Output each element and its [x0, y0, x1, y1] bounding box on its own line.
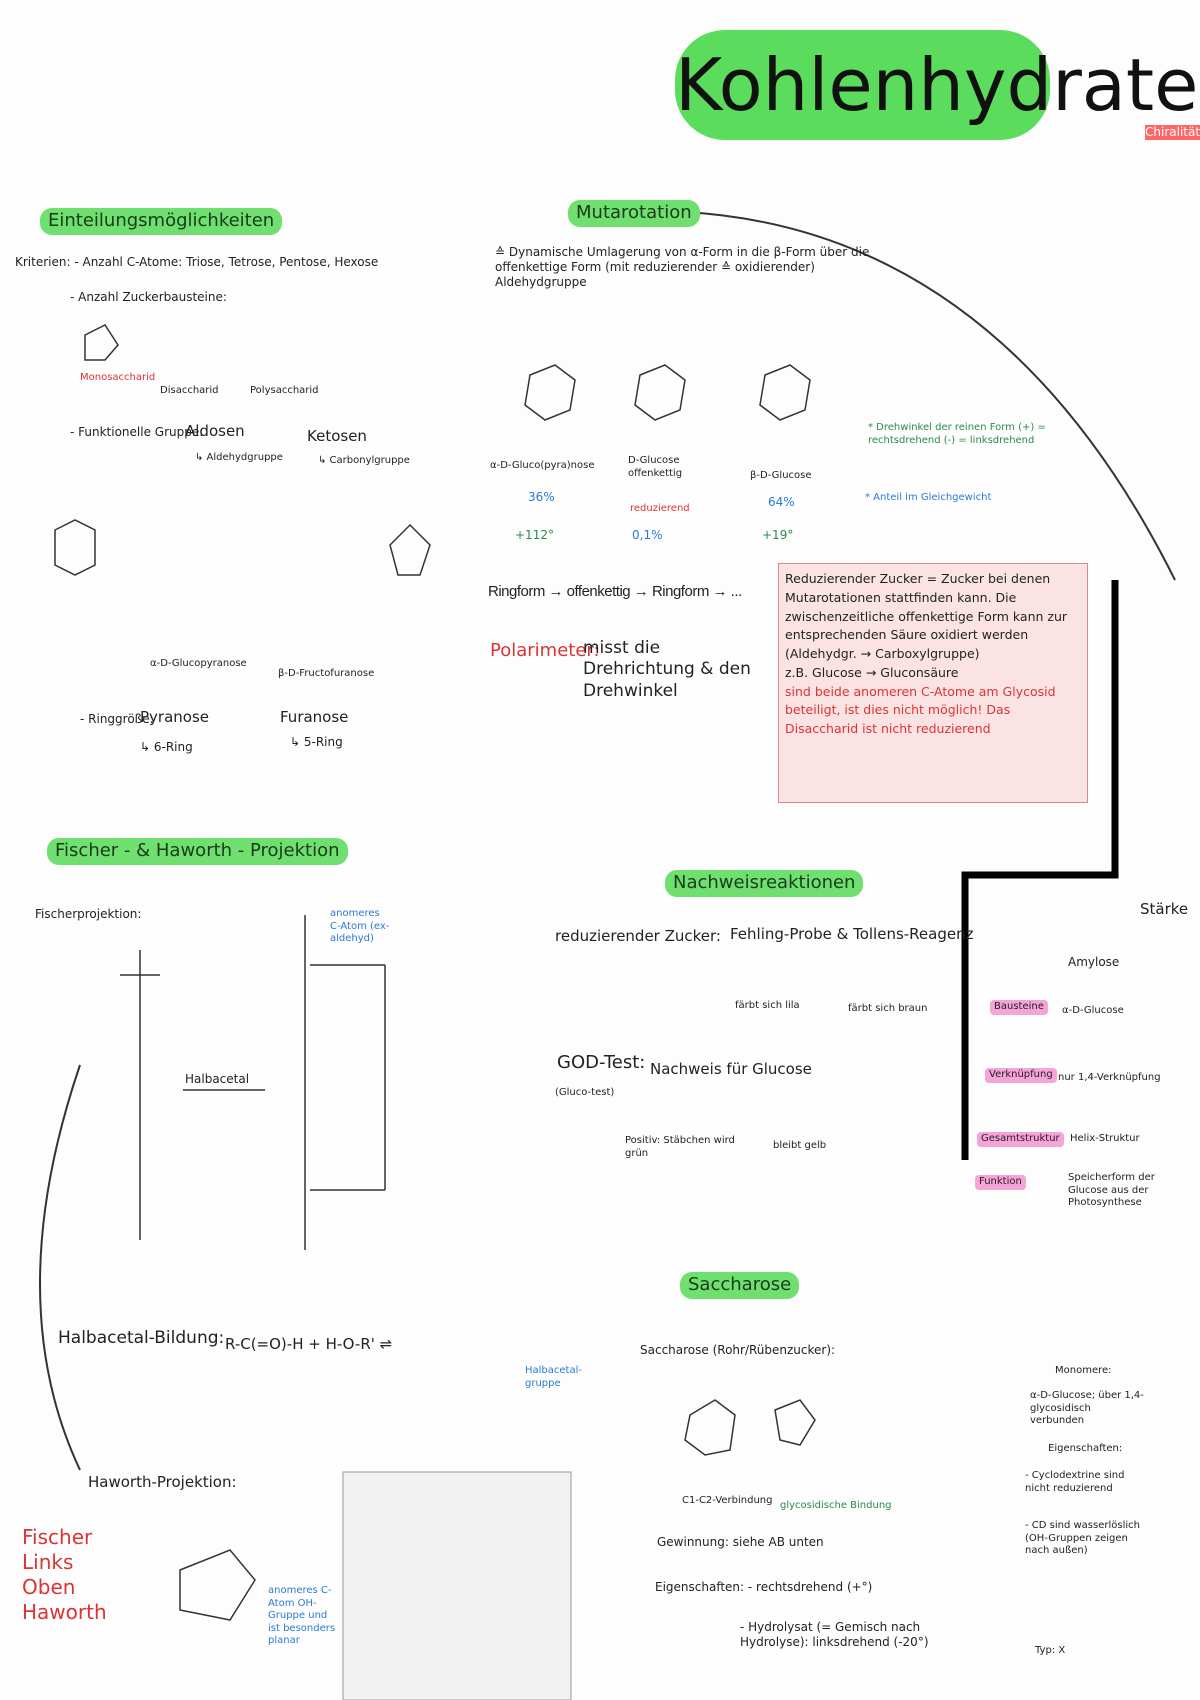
text: ↳ 6-Ring — [140, 740, 193, 754]
text: Gesamtstruktur — [977, 1132, 1064, 1147]
text: Disaccharid — [160, 385, 219, 396]
text: glycosidische Bindung — [780, 1500, 892, 1511]
text: ≙ Dynamische Umlagerung von α-Form in di… — [495, 245, 870, 289]
text: - Cyclodextrine sind nicht reduzierend — [1025, 1470, 1125, 1494]
text: α-D-Gluco(pyra)nose — [490, 460, 595, 471]
text: - Funktionelle Gruppe: — [70, 425, 204, 439]
heading-einteilung: Einteilungsmöglichkeiten — [40, 208, 283, 235]
text: ↳ Carbonylgruppe — [318, 455, 410, 466]
text: Helix-Struktur — [1070, 1133, 1140, 1144]
text: Nachweis für Glucose — [650, 1060, 812, 1078]
arrow-curve — [684, 211, 1176, 581]
text: Verknüpfung — [985, 1068, 1057, 1083]
text: GOD-Test: — [557, 1052, 646, 1073]
text: Pyranose — [140, 708, 210, 726]
mnemonic: Fischer Links Oben Haworth — [22, 1525, 107, 1624]
text: färbt sich braun — [848, 1003, 928, 1014]
text: Halbacetal-Bildung: — [58, 1328, 225, 1348]
text: sind beide anomeren C-Atome am Glycosid … — [785, 683, 1056, 737]
text: β-D-Glucose — [750, 470, 812, 481]
text: färbt sich lila — [735, 1000, 800, 1011]
heading-mutarotation: Mutarotation — [568, 200, 700, 227]
text: Speicherform der Glucose aus der Photosy… — [1068, 1172, 1155, 1208]
text: (Gluco-test) — [555, 1087, 615, 1098]
text: 0,1% — [632, 528, 663, 542]
page-title: Kohlenhydrate — [675, 30, 1198, 140]
text: reduzierender Zucker: — [555, 927, 721, 945]
text: - Hydrolysat (= Gemisch nach Hydrolyse):… — [740, 1620, 929, 1649]
text: Aldosen — [185, 422, 245, 440]
text: Monomere: — [1055, 1365, 1112, 1376]
heading-nachweis: Nachweisreaktionen — [665, 870, 864, 897]
text: R-C(=O)-H + H-O-R' ⇌ — [225, 1335, 393, 1353]
text: Saccharose (Rohr/Rübenzucker): — [640, 1343, 836, 1357]
text: Haworth-Projektion: — [88, 1473, 237, 1491]
text: Halbacetal — [185, 1072, 250, 1086]
text: Polysaccharid — [250, 385, 319, 396]
text: Amylose — [1068, 955, 1120, 969]
text: Reduzierender Zucker = Zucker bei denen … — [785, 571, 1068, 661]
text: Kriterien: - Anzahl C-Atome: Triose, Tet… — [15, 255, 379, 269]
text: Monosaccharid — [80, 372, 156, 383]
text: Polarimeter: — [490, 640, 600, 661]
reducing-sugar-note: Reduzierender Zucker = Zucker bei denen … — [778, 563, 1088, 803]
text: Bausteine — [990, 1000, 1048, 1015]
text: Eigenschaften: - rechtsdrehend (+°) — [655, 1580, 873, 1594]
text: α-D-Glucose; über 1,4-glycosidisch verbu… — [1030, 1390, 1144, 1426]
text: - Ringgröße: — [80, 712, 154, 726]
text: C1-C2-Verbindung — [682, 1495, 773, 1506]
text: * Drehwinkel der reinen Form (+) = recht… — [868, 422, 1046, 446]
text: - Anzahl Zuckerbausteine: — [70, 290, 227, 304]
embedded-diagram — [342, 1471, 572, 1700]
text: Furanose — [280, 708, 349, 726]
text: bleibt gelb — [773, 1140, 827, 1151]
edge-tag: Chiralität — [1145, 125, 1200, 140]
text: reduzierend — [630, 503, 690, 514]
text: * Anteil im Gleichgewicht — [865, 492, 992, 503]
text: Halbacetal-gruppe — [525, 1365, 582, 1389]
text: ↳ Aldehydgruppe — [195, 452, 283, 463]
text: Fischerprojektion: — [35, 907, 142, 921]
heading-saccharose: Saccharose — [680, 1272, 800, 1299]
text: Typ: X — [1035, 1645, 1066, 1656]
text: +19° — [762, 528, 794, 542]
text: anomeres C-Atom (ex-aldehyd) — [330, 908, 390, 944]
text: α-D-Glucopyranose — [150, 658, 247, 669]
text: Funktion — [975, 1175, 1026, 1190]
text: Ketosen — [307, 427, 367, 445]
ring-structures — [54, 324, 816, 1621]
text: Fehling-Probe & Tollens-Reagenz — [730, 925, 974, 943]
text: Eigenschaften: — [1048, 1443, 1123, 1454]
text: Stärke — [1140, 900, 1189, 918]
arrow-curve-left — [39, 1064, 81, 1471]
text: Positiv: Stäbchen wird grün — [625, 1135, 735, 1159]
text: 36% — [528, 490, 555, 504]
text: Ringform → offenkettig → Ringform → ... — [488, 583, 742, 600]
text: +112° — [515, 528, 554, 542]
heading-fischer: Fischer - & Haworth - Projektion — [47, 838, 348, 865]
text: Gewinnung: siehe AB unten — [657, 1535, 824, 1549]
text: anomeres C-Atom OH-Gruppe und ist besond… — [268, 1585, 336, 1646]
text: misst die Drehrichtung & den Drehwinkel — [583, 638, 751, 701]
divider-line — [961, 580, 1119, 1160]
text: ↳ 5-Ring — [290, 735, 343, 749]
text: - CD sind wasserlöslich (OH-Gruppen zeig… — [1025, 1520, 1140, 1556]
text: α-D-Glucose — [1062, 1005, 1124, 1016]
text: 64% — [768, 495, 795, 509]
text: z.B. Glucose → Gluconsäure — [785, 664, 959, 680]
text: β-D-Fructofuranose — [278, 668, 375, 679]
text: D-Glucose offenkettig — [628, 455, 683, 479]
text: nur 1,4-Verknüpfung — [1058, 1072, 1161, 1083]
